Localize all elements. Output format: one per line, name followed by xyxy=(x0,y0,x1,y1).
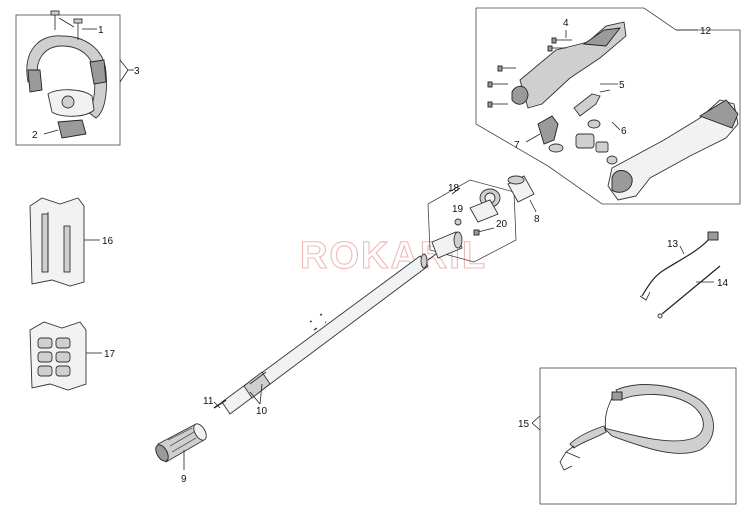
handle-bracket xyxy=(57,119,87,139)
throttle-lever-5 xyxy=(573,93,601,117)
small-parts-6 xyxy=(548,119,618,165)
callout-13: 13 xyxy=(667,239,679,250)
drive-tube xyxy=(221,255,429,415)
throttle-wire-14 xyxy=(661,265,721,315)
throttle-trigger xyxy=(537,115,559,145)
bushing-group xyxy=(155,423,207,470)
washer-19 xyxy=(454,218,462,226)
throttle-handle-group xyxy=(475,7,741,205)
callout-2: 2 xyxy=(32,130,38,141)
callout-14: 14 xyxy=(717,278,729,289)
callout-15: 15 xyxy=(518,419,530,430)
handle-assembly-group xyxy=(15,10,134,146)
handle-frame xyxy=(15,14,121,146)
throttle-frame xyxy=(475,7,741,205)
callout-18: 18 xyxy=(448,183,460,194)
callout-20: 20 xyxy=(496,219,508,230)
cable-group xyxy=(639,231,721,319)
bolt-20 xyxy=(477,227,495,233)
throttle-grip xyxy=(607,99,739,201)
warning-label-16 xyxy=(29,197,85,287)
callout-5: 5 xyxy=(619,80,625,91)
loop-handle xyxy=(26,35,107,119)
callout-10: 10 xyxy=(256,406,268,417)
coupling-frame xyxy=(427,179,517,263)
callout-4: 4 xyxy=(563,18,569,29)
main-shaft xyxy=(213,253,437,415)
callout-9: 9 xyxy=(181,474,187,485)
drive-shaft-end xyxy=(213,399,227,409)
callout-19: 19 xyxy=(452,204,464,215)
screw-part-1 xyxy=(50,10,83,40)
strap-group xyxy=(531,367,737,505)
callout-7: 7 xyxy=(514,140,520,151)
callout-3: 3 xyxy=(134,66,140,77)
coupling-housing xyxy=(469,199,499,223)
callout-16: 16 xyxy=(102,236,114,247)
stop-cable-13 xyxy=(641,237,711,297)
label-16-group xyxy=(29,197,100,287)
label-17-group xyxy=(29,321,102,391)
throttle-screws xyxy=(487,37,572,108)
shoulder-strap xyxy=(602,384,714,454)
callout-8: 8 xyxy=(534,214,540,225)
coupling-group xyxy=(427,175,537,263)
callout-12: 12 xyxy=(700,26,712,37)
strap-frame xyxy=(539,367,737,505)
shaft-collar xyxy=(243,371,271,399)
callout-6: 6 xyxy=(621,126,627,137)
callout-17: 17 xyxy=(104,349,116,360)
callout-11: 11 xyxy=(203,396,214,407)
callout-1: 1 xyxy=(98,25,104,36)
